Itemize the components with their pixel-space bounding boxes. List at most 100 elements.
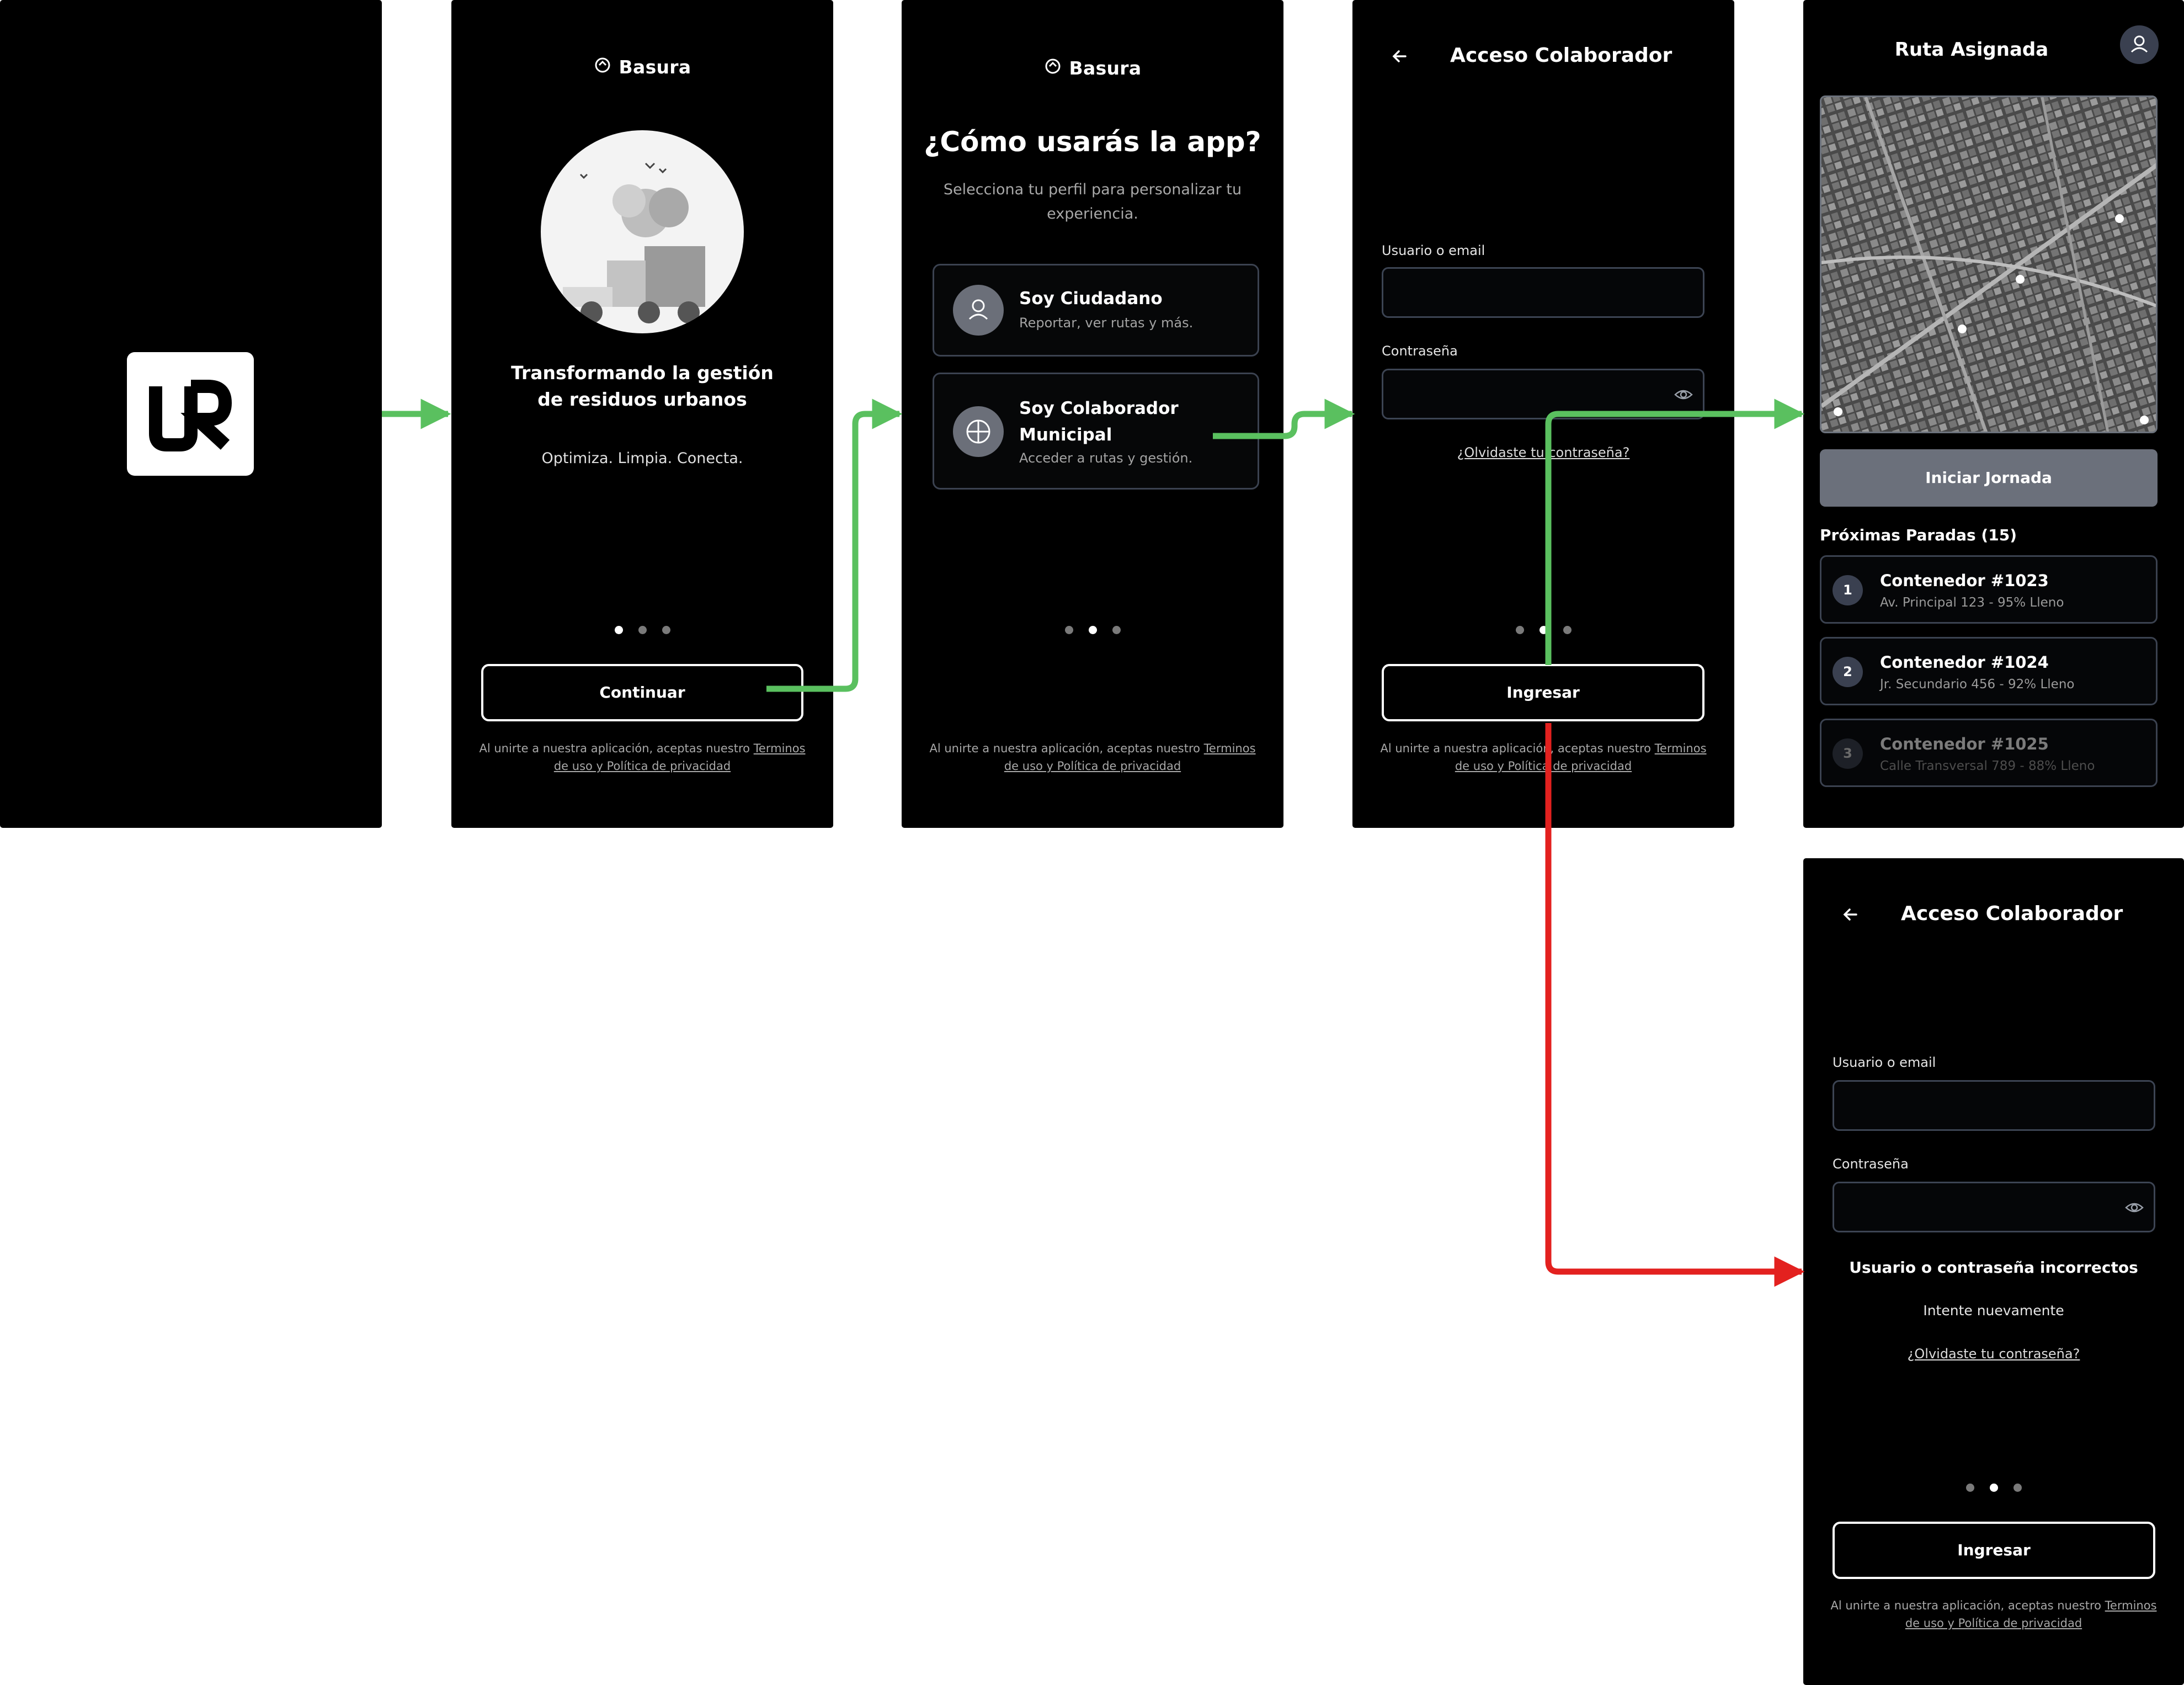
recycle-icon bbox=[1044, 57, 1062, 79]
page-dot-2[interactable] bbox=[1989, 1484, 1998, 1492]
terms-link[interactable]: Terminos bbox=[2105, 1599, 2157, 1612]
terms-link[interactable]: Terminos bbox=[753, 742, 806, 755]
profile-subtitle: Selecciona tu perfil para personalizar t… bbox=[902, 178, 1283, 226]
back-arrow-icon[interactable] bbox=[1389, 45, 1411, 67]
start-shift-button[interactable]: Iniciar Jornada bbox=[1820, 449, 2158, 507]
arrow-continuar-to-profile bbox=[766, 398, 903, 692]
password-input[interactable] bbox=[1833, 1182, 2155, 1232]
privacy-link[interactable]: de uso y Política de privacidad bbox=[1905, 1617, 2082, 1630]
user-field-label: Usuario o email bbox=[1833, 1055, 1936, 1070]
stop-title: Contenedor #1023 bbox=[1880, 571, 2049, 590]
collaborator-title-line-1: Soy Colaborador bbox=[1019, 398, 1179, 418]
legal-notice: Al unirte a nuestra aplicación, aceptas … bbox=[451, 740, 833, 775]
stop-subtitle: Av. Principal 123 - 95% Lleno bbox=[1880, 596, 2064, 610]
map-pin-icon[interactable] bbox=[1834, 407, 1842, 416]
pagination-dots bbox=[1352, 626, 1734, 636]
citizen-option-title: Soy Ciudadano bbox=[1019, 289, 1163, 309]
subtitle-line-1: Selecciona tu perfil para personalizar t… bbox=[943, 181, 1242, 198]
stop-item[interactable]: 3 Contenedor #1025 Calle Transversal 789… bbox=[1820, 719, 2158, 787]
continue-button[interactable]: Continuar bbox=[481, 664, 803, 721]
back-arrow-icon[interactable] bbox=[1840, 903, 1862, 926]
map-pin-icon[interactable] bbox=[2115, 214, 2124, 223]
garbage-truck-illustration bbox=[541, 130, 744, 333]
citizen-option-subtitle: Reportar, ver rutas y más. bbox=[1019, 315, 1194, 331]
map-pin-icon[interactable] bbox=[2140, 416, 2149, 424]
error-message: Usuario o contraseña incorrectos bbox=[1849, 1258, 2138, 1277]
page-dot-1[interactable] bbox=[1064, 626, 1073, 634]
legal-text: Al unirte a nuestra aplicación, aceptas … bbox=[929, 742, 1204, 755]
page-dot-2[interactable] bbox=[1088, 626, 1097, 634]
map-pin-icon[interactable] bbox=[1958, 325, 1967, 333]
password-field-label: Contraseña bbox=[1382, 343, 1458, 359]
eye-icon[interactable] bbox=[2125, 1200, 2144, 1215]
user-field-label: Usuario o email bbox=[1382, 243, 1485, 258]
route-title: Ruta Asignada bbox=[1894, 39, 2049, 61]
onboarding-tagline: Optimiza. Limpia. Conecta. bbox=[541, 450, 743, 467]
stop-number: 3 bbox=[1833, 738, 1863, 769]
citizen-option-card[interactable]: Soy Ciudadano Reportar, ver rutas y más. bbox=[933, 264, 1259, 357]
splash-screen bbox=[0, 0, 382, 828]
legal-text: Al unirte a nuestra aplicación, aceptas … bbox=[479, 742, 754, 755]
stop-subtitle: Jr. Secundario 456 - 92% Lleno bbox=[1880, 677, 2075, 692]
page-dot-3[interactable] bbox=[1112, 626, 1121, 634]
legal-notice: Al unirte a nuestra aplicación, aceptas … bbox=[1352, 740, 1734, 775]
brand-name: Basura bbox=[1069, 57, 1142, 79]
title-line-1: Transformando la gestión bbox=[511, 362, 774, 384]
page-dot-1[interactable] bbox=[1965, 1484, 1974, 1492]
brand-name: Basura bbox=[619, 56, 691, 78]
map-pin-icon[interactable] bbox=[2016, 275, 2025, 284]
stop-item[interactable]: 2 Contenedor #1024 Jr. Secundario 456 - … bbox=[1820, 637, 2158, 705]
stop-item[interactable]: 1 Contenedor #1023 Av. Principal 123 - 9… bbox=[1820, 555, 2158, 624]
collaborator-option-card[interactable]: Soy Colaborador Municipal Acceder a ruta… bbox=[933, 373, 1259, 490]
privacy-link[interactable]: de uso y Política de privacidad bbox=[553, 759, 731, 773]
stops-heading: Próximas Paradas (15) bbox=[1820, 526, 2017, 544]
page-dot-3[interactable] bbox=[662, 626, 670, 634]
eye-icon[interactable] bbox=[1674, 387, 1693, 402]
stop-number: 2 bbox=[1833, 657, 1863, 687]
password-field-label: Contraseña bbox=[1833, 1156, 1909, 1172]
privacy-link[interactable]: de uso y Política de privacidad bbox=[1455, 759, 1632, 773]
recycle-icon bbox=[594, 56, 611, 78]
route-screen: Ruta Asignada bbox=[1803, 0, 2184, 828]
route-map[interactable] bbox=[1820, 95, 2158, 433]
arrow-login-error bbox=[1545, 723, 1805, 1287]
login-title: Acceso Colaborador bbox=[1901, 902, 2123, 925]
profile-avatar-button[interactable] bbox=[2120, 25, 2159, 64]
user-input[interactable] bbox=[1382, 267, 1704, 318]
globe-icon bbox=[953, 406, 1004, 457]
title-line-2: de residuos urbanos bbox=[537, 389, 747, 410]
onboarding-title: Transformando la gestión de residuos urb… bbox=[451, 360, 833, 413]
forgot-password-link[interactable]: ¿Olvidaste tu contraseña? bbox=[1457, 445, 1630, 460]
stop-title: Contenedor #1024 bbox=[1880, 653, 2049, 672]
submit-button[interactable]: Ingresar bbox=[1382, 664, 1704, 721]
terms-link[interactable]: Terminos bbox=[1203, 742, 1256, 755]
brand-header: Basura bbox=[451, 55, 833, 78]
legal-text: Al unirte a nuestra aplicación, aceptas … bbox=[1830, 1599, 2105, 1612]
page-dot-2[interactable] bbox=[638, 626, 647, 634]
brand-header: Basura bbox=[902, 56, 1283, 79]
privacy-link[interactable]: de uso y Política de privacidad bbox=[1004, 759, 1181, 773]
legal-notice: Al unirte a nuestra aplicación, aceptas … bbox=[1803, 1597, 2184, 1632]
user-input[interactable] bbox=[1833, 1080, 2155, 1131]
collaborator-option-title: Soy Colaborador Municipal bbox=[1019, 395, 1179, 448]
legal-notice: Al unirte a nuestra aplicación, aceptas … bbox=[902, 740, 1283, 775]
submit-button[interactable]: Ingresar bbox=[1833, 1522, 2155, 1579]
collaborator-option-subtitle: Acceder a rutas y gestión. bbox=[1019, 450, 1193, 466]
pagination-dots bbox=[902, 626, 1283, 636]
page-dot-1[interactable] bbox=[1515, 626, 1524, 634]
login-screen: Acceso Colaborador Usuario o email Contr… bbox=[1352, 0, 1734, 828]
terms-link[interactable]: Terminos bbox=[1654, 742, 1707, 755]
page-dot-1[interactable] bbox=[614, 626, 623, 634]
error-hint: Intente nuevamente bbox=[1923, 1303, 2064, 1319]
collaborator-title-line-2: Municipal bbox=[1019, 425, 1112, 445]
page-dot-3[interactable] bbox=[2013, 1484, 2022, 1492]
page-dot-3[interactable] bbox=[1563, 626, 1572, 634]
user-icon bbox=[953, 285, 1004, 336]
login-error-screen: Acceso Colaborador Usuario o email Contr… bbox=[1803, 858, 2184, 1685]
stop-title: Contenedor #1025 bbox=[1880, 735, 2049, 753]
forgot-password-link[interactable]: ¿Olvidaste tu contraseña? bbox=[1907, 1346, 2080, 1362]
pagination-dots bbox=[451, 626, 833, 636]
app-logo bbox=[127, 352, 254, 476]
login-title: Acceso Colaborador bbox=[1450, 44, 1672, 67]
